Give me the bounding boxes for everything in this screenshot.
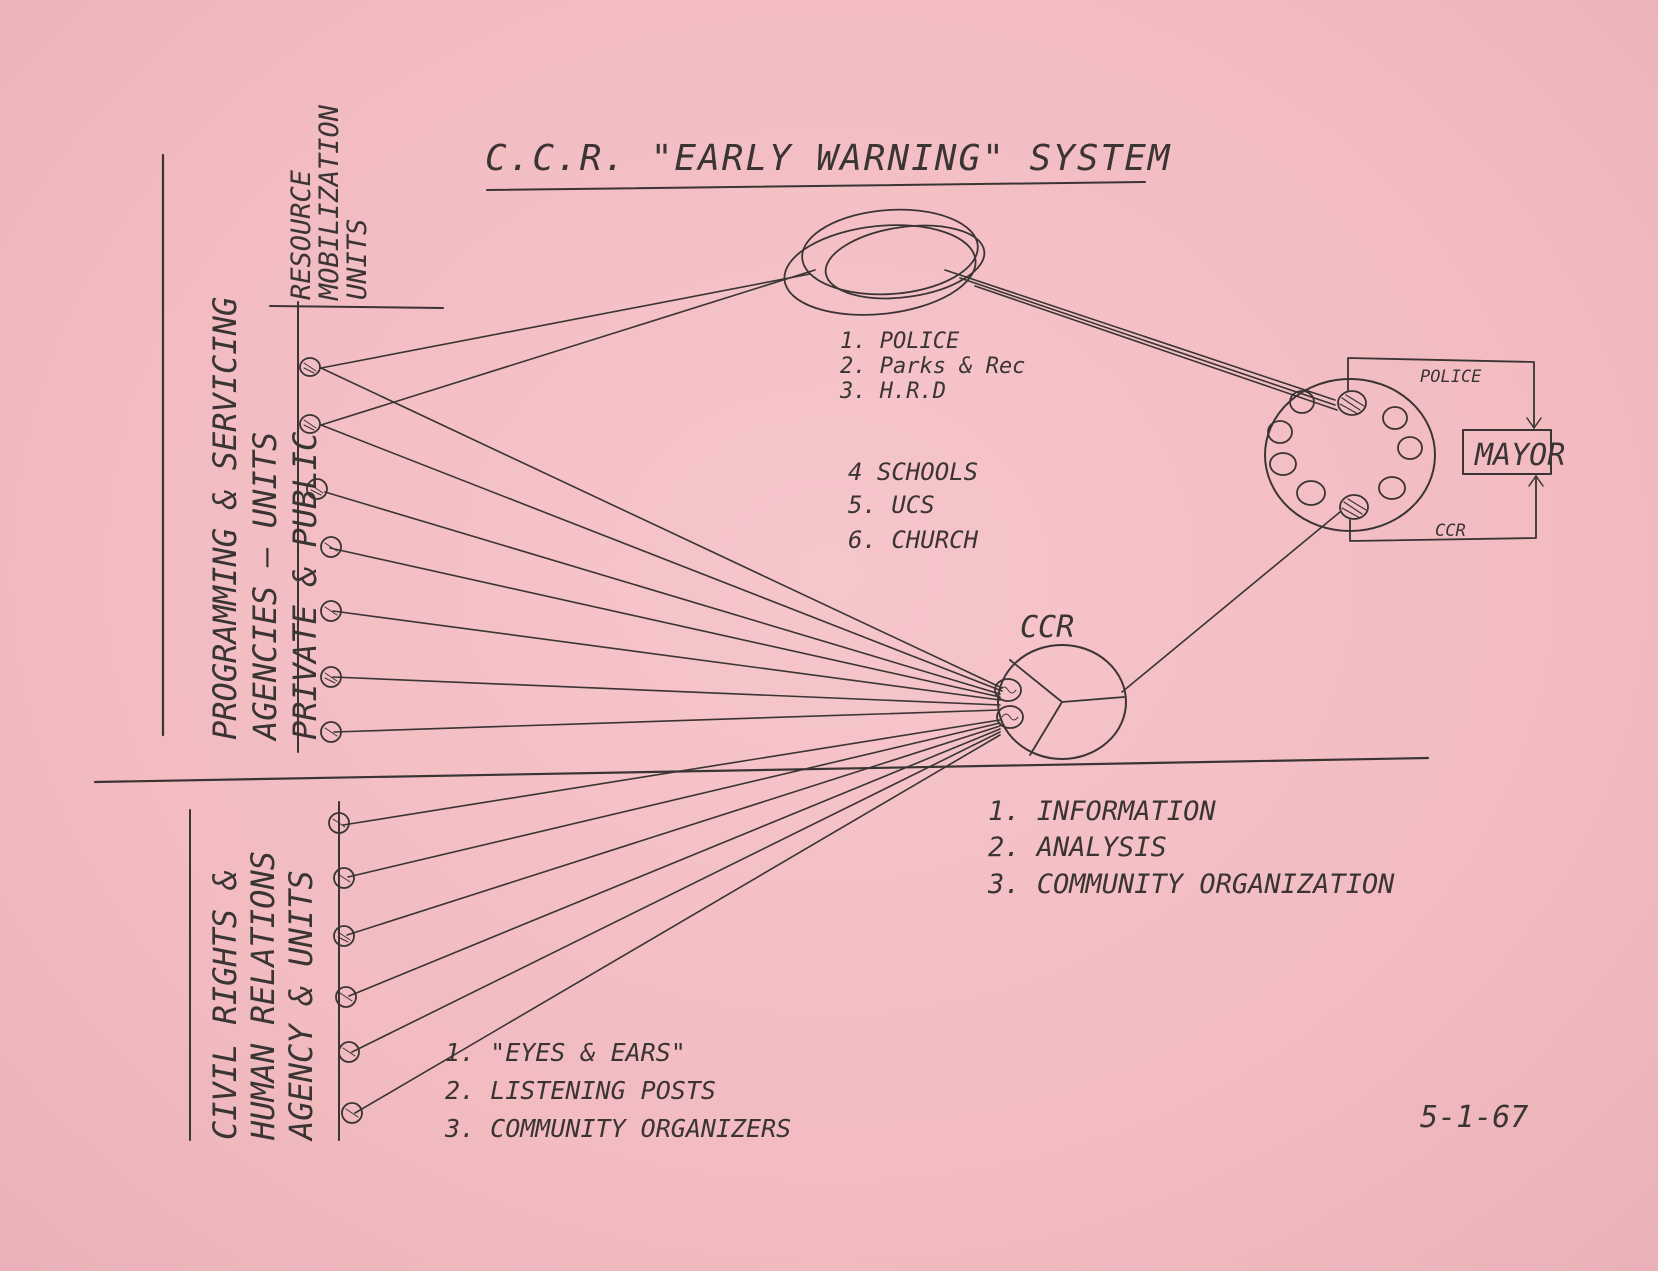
civil-rights-label: CIVIL RIGHTS & HUMAN RELATIONS AGENCY & … <box>206 851 320 1142</box>
council-ccr-label: CCR <box>1435 521 1466 541</box>
resource-list: 1. POLICE 2. Parks & Rec 3. H.R.D 4 SCHO… <box>839 329 1025 554</box>
unit-node <box>299 414 321 434</box>
svg-text:4 SCHOOLS: 4 SCHOOLS <box>848 458 978 486</box>
resource-units-label: RESOURCE MOBILIZATION UNITS <box>286 104 373 301</box>
field-list: 1. "EYES & EARS" 2. LISTENING POSTS 3. C… <box>444 1038 791 1143</box>
ccr-seat <box>1339 494 1369 520</box>
structure-lines <box>93 153 1430 1141</box>
unit-node <box>320 721 342 743</box>
mayor-box: MAYOR <box>1462 429 1565 475</box>
ccr-hub-label: CCR <box>1020 610 1074 645</box>
unit-node <box>299 357 321 377</box>
svg-text:1. POLICE: 1. POLICE <box>840 329 960 354</box>
mayor-label: MAYOR <box>1474 438 1565 473</box>
police-mayor-ccr-bracket: POLICE CCR <box>1347 357 1544 542</box>
title-underline <box>486 181 1146 191</box>
police-label: POLICE <box>1420 367 1482 387</box>
police-seat <box>1337 390 1367 416</box>
ccr-functions: 1. INFORMATION 2. ANALYSIS 3. COMMUNITY … <box>987 796 1395 900</box>
date-label: 5-1-67 <box>1420 1100 1528 1135</box>
svg-text:6. CHURCH: 6. CHURCH <box>848 526 979 554</box>
unit-node <box>320 536 342 558</box>
svg-text:UNITS: UNITS <box>342 219 373 300</box>
unit-node <box>333 867 355 889</box>
svg-text:PRIVATE & PUBLIC: PRIVATE & PUBLIC <box>286 432 324 740</box>
civil-rights-unit-nodes <box>328 812 363 1124</box>
programming-agencies-label: PROGRAMMING & SERVICING AGENCIES — UNITS… <box>206 297 324 742</box>
unit-node <box>338 1041 360 1063</box>
unit-node <box>335 986 357 1008</box>
svg-text:AGENCIES — UNITS: AGENCIES — UNITS <box>246 432 284 742</box>
svg-text:2. LISTENING POSTS: 2. LISTENING POSTS <box>445 1076 716 1105</box>
svg-text:CIVIL RIGHTS &: CIVIL RIGHTS & <box>206 870 244 1140</box>
unit-node <box>306 478 328 500</box>
svg-text:AGENCY & UNITS: AGENCY & UNITS <box>282 870 320 1142</box>
svg-text:3. COMMUNITY ORGANIZERS: 3. COMMUNITY ORGANIZERS <box>444 1114 791 1143</box>
svg-text:MOBILIZATION: MOBILIZATION <box>314 104 345 301</box>
svg-text:PROGRAMMING & SERVICING: PROGRAMMING & SERVICING <box>206 297 244 740</box>
diagram-title: C.C.R. "EARLY WARNING" SYSTEM <box>485 138 1172 179</box>
council-circle <box>1264 378 1436 532</box>
programming-unit-nodes <box>299 357 342 743</box>
svg-text:HUMAN RELATIONS: HUMAN RELATIONS <box>244 851 282 1141</box>
connector-lines <box>320 269 1341 1114</box>
svg-text:3. COMMUNITY ORGANIZATION: 3. COMMUNITY ORGANIZATION <box>987 869 1395 900</box>
svg-text:1. INFORMATION: 1. INFORMATION <box>988 796 1216 827</box>
svg-text:3. H.R.D: 3. H.R.D <box>839 379 946 404</box>
resource-ellipses <box>783 208 986 316</box>
svg-text:RESOURCE: RESOURCE <box>286 169 317 300</box>
unit-node <box>333 925 355 947</box>
unit-node <box>341 1102 363 1124</box>
ccr-hub: CCR <box>994 610 1127 760</box>
svg-text:1. "EYES & EARS": 1. "EYES & EARS" <box>445 1038 686 1067</box>
unit-node <box>320 666 342 688</box>
svg-text:5. UCS: 5. UCS <box>848 491 935 519</box>
svg-text:2. ANALYSIS: 2. ANALYSIS <box>988 832 1167 863</box>
unit-node <box>328 812 350 834</box>
unit-node <box>320 600 342 622</box>
svg-text:2. Parks & Rec: 2. Parks & Rec <box>840 354 1025 379</box>
